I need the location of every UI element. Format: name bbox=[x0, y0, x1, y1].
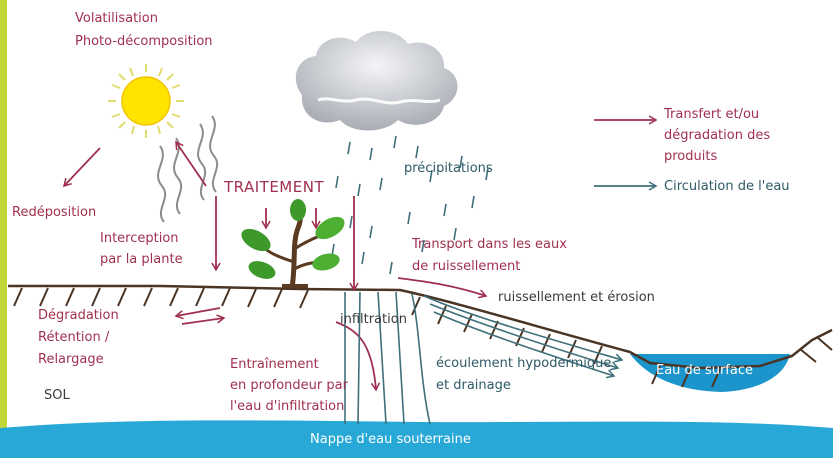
label-sol: SOL bbox=[44, 387, 70, 405]
label-photo-decomposition: Photo-décomposition bbox=[75, 33, 213, 51]
legend-circulation: Circulation de l'eau bbox=[664, 178, 790, 196]
sun-icon bbox=[108, 64, 184, 138]
label-ecoulement-2: et drainage bbox=[436, 377, 511, 395]
label-degradation: Dégradation bbox=[38, 307, 119, 325]
cloud-icon bbox=[296, 31, 458, 131]
label-entrainement-1: Entraînement bbox=[230, 356, 319, 374]
label-interception-1: Interception bbox=[100, 230, 179, 248]
label-ecoulement-1: écoulement hypodermique bbox=[436, 355, 611, 373]
legend-transfer-2: dégradation des bbox=[664, 127, 770, 145]
label-volatilisation: Volatilisation bbox=[75, 10, 158, 28]
volatilisation-waves bbox=[158, 116, 217, 222]
label-eau-surface: Eau de surface bbox=[656, 362, 753, 380]
label-precipitations: précipitations bbox=[404, 160, 493, 178]
label-transport-2: de ruissellement bbox=[412, 258, 520, 276]
label-retention: Rétention / bbox=[38, 329, 109, 347]
label-entrainement-3: l'eau d'infiltration bbox=[230, 398, 344, 416]
label-relargage: Relargage bbox=[38, 351, 104, 369]
label-nappe: Nappe d'eau souterraine bbox=[310, 431, 471, 449]
legend-transfer-3: produits bbox=[664, 148, 717, 166]
legend-transfer-1: Transfert et/ou bbox=[664, 106, 759, 124]
label-interception-2: par la plante bbox=[100, 251, 183, 269]
label-redeposition: Redéposition bbox=[12, 204, 96, 222]
label-infiltration: infiltration bbox=[340, 311, 407, 329]
label-transport-1: Transport dans les eaux bbox=[412, 236, 567, 254]
accent-bar bbox=[0, 0, 7, 458]
label-entrainement-2: en profondeur par bbox=[230, 377, 348, 395]
label-traitement: TRAITEMENT bbox=[224, 178, 324, 196]
label-ruissellement: ruissellement et érosion bbox=[498, 289, 655, 307]
plant-icon bbox=[238, 199, 349, 288]
